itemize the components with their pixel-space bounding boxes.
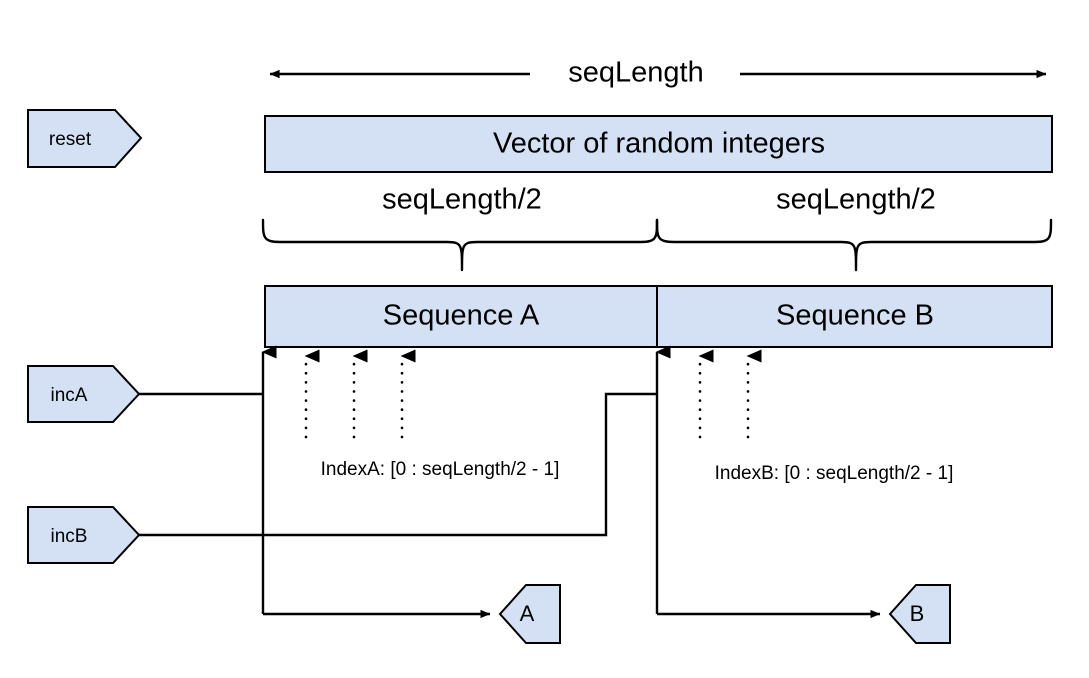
index-b-label: IndexB: [0 : seqLength/2 - 1] bbox=[715, 463, 954, 484]
sequence-a-label: Sequence A bbox=[383, 300, 540, 332]
brace-right bbox=[655, 218, 1053, 272]
incA-input-label: incA bbox=[51, 385, 88, 406]
incB-input-shape[interactable] bbox=[27, 506, 141, 564]
vector-box[interactable] bbox=[264, 115, 1053, 173]
index-a-label: IndexA: [0 : seqLength/2 - 1] bbox=[321, 459, 560, 480]
sequence-b-label: Sequence B bbox=[776, 300, 934, 332]
indexa-dotted-arrows bbox=[304, 349, 416, 439]
seqlength-label: seqLength bbox=[568, 57, 703, 89]
half-label-left: seqLength/2 bbox=[382, 184, 542, 216]
output-B-shape[interactable] bbox=[888, 584, 951, 644]
brace-left bbox=[261, 218, 659, 272]
output-A-shape[interactable] bbox=[498, 584, 561, 644]
sequence-a-box[interactable] bbox=[264, 285, 658, 348]
reset-input-shape[interactable] bbox=[27, 109, 143, 168]
sequence-b-box[interactable] bbox=[656, 285, 1053, 348]
half-label-right: seqLength/2 bbox=[776, 184, 936, 216]
incB-input-label: incB bbox=[51, 526, 88, 547]
output-B-label: B bbox=[910, 601, 925, 626]
reset-input-label: reset bbox=[49, 129, 92, 150]
wire-incB bbox=[139, 392, 658, 537]
vector-box-label: Vector of random integers bbox=[493, 128, 825, 160]
indexb-dotted-arrows bbox=[698, 349, 762, 439]
incA-input-shape[interactable] bbox=[27, 365, 141, 423]
output-A-label: A bbox=[520, 601, 535, 626]
